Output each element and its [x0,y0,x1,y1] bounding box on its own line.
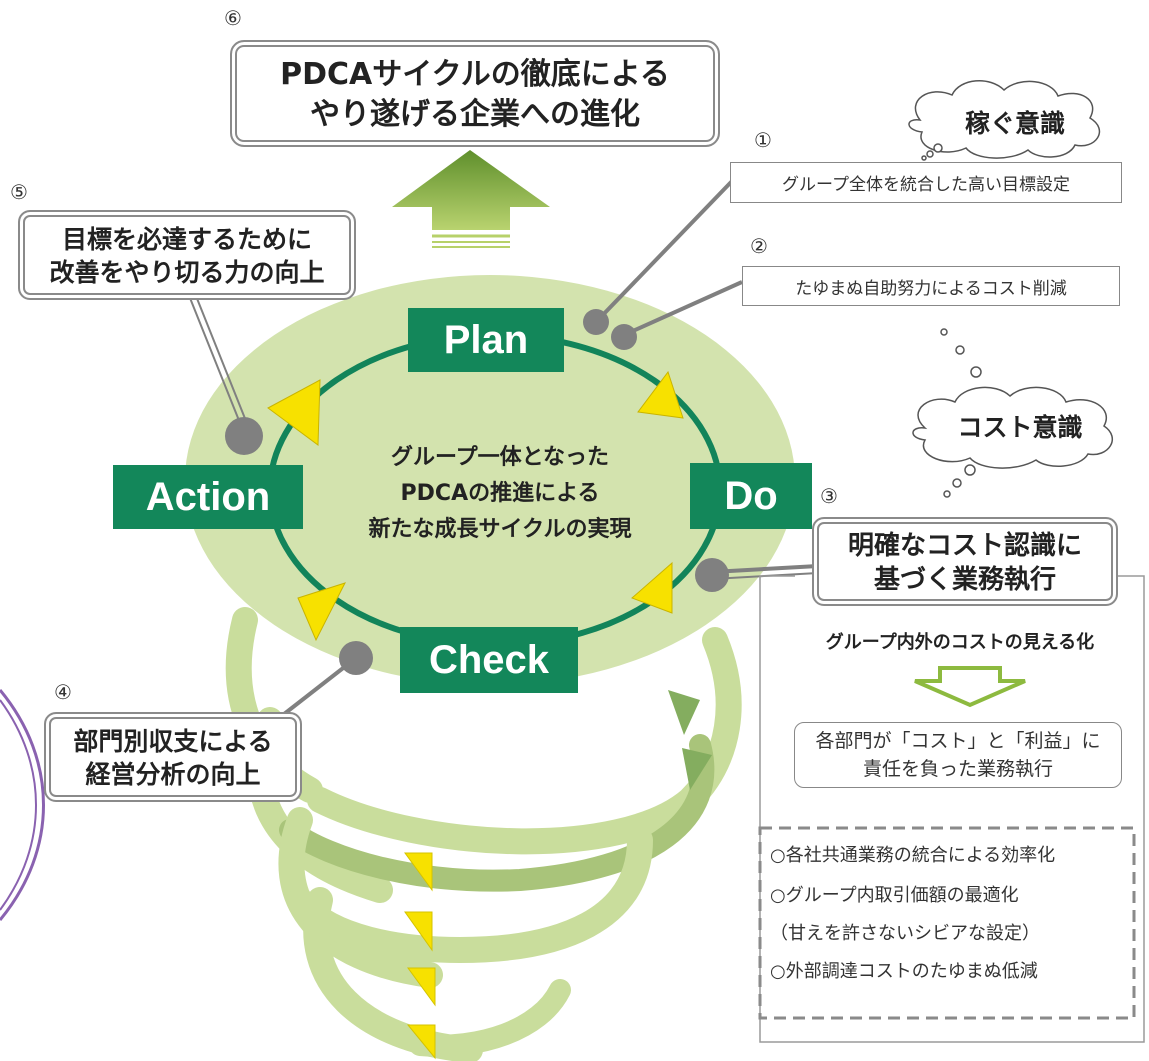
connector-dots [225,309,729,675]
center-line-1: グループ一体となった [390,445,610,470]
phase-do: Do [690,463,812,529]
step5-number: ⑤ [10,180,28,204]
step3-box: 明確なコスト認識に 基づく業務執行 [812,517,1118,606]
step5-box: 目標を必達するために 改善をやり切る力の向上 [18,210,356,300]
step4-line-2: 経営分析の向上 [85,760,261,789]
goal-box: PDCAサイクルの徹底による やり遂げる企業への進化 [230,40,720,147]
cloud-earning [908,79,1101,161]
measures-dashed-box [758,826,1136,1020]
step3-line-2: 基づく業務執行 [873,565,1056,595]
spiral [225,607,742,1061]
measure-2-note: （甘えを許さないシビアな設定） [770,923,1040,944]
goal-number: ⑥ [224,6,242,30]
responsibility-line-1: 各部門が「コスト」と「利益」に [815,730,1101,752]
up-arrow [392,150,550,230]
step1-text: グループ全体を統合した高い目標設定 [782,175,1070,195]
up-arrow-stripes [432,234,510,248]
spiral-arrowheads [668,690,712,790]
cloud-cost [912,386,1114,469]
center-line-3: 新たな成長サイクルの実現 [368,517,632,542]
thought-earning: 稼ぐ意識 [964,109,1065,138]
purple-arc-inner [0,699,37,911]
measure-2: ○グループ内取引価額の最適化 [770,885,1019,906]
measures-list: ○各社共通業務の統合による効率化 ○グループ内取引価額の最適化 （甘えを許さない… [770,836,1130,992]
cycle-arrows [267,370,684,642]
measure-1: ○各社共通業務の統合による効率化 [770,845,1056,866]
step4-number: ④ [54,680,72,704]
step3-line-1: 明確なコスト認識に [847,531,1082,561]
step5-line-2: 改善をやり切る力の向上 [49,258,325,287]
thought-cost: コスト意識 [957,413,1083,442]
step2-box: たゆまぬ自助努力によるコスト削減 [742,266,1120,306]
thought-dots [940,328,982,498]
spiral-yellow-arrows [404,852,436,1060]
goal-line-2: やり遂げる企業への進化 [310,97,640,132]
step1-number: ① [754,128,772,152]
step4-box: 部門別収支による 経営分析の向上 [44,712,302,802]
purple-arc [0,689,45,921]
center-line-2: PDCAの推進による [400,481,600,506]
goal-line-1: PDCAサイクルの徹底による [280,57,670,92]
phase-plan: Plan [408,308,564,372]
step3-number: ③ [820,484,838,508]
responsibility-box: 各部門が「コスト」と「利益」に 責任を負った業務執行 [794,722,1122,788]
down-arrow [914,666,1026,708]
connectors [189,176,819,727]
responsibility-line-2: 責任を負った業務執行 [862,758,1053,780]
step4-line-1: 部門別収支による [73,727,273,756]
phase-action: Action [113,465,303,529]
step2-number: ② [750,234,768,258]
detail-frame [759,575,1145,1043]
detail-heading: グループ内外のコストの見える化 [825,632,1095,653]
measure-3: ○外部調達コストのたゆまぬ低減 [770,961,1038,982]
step1-box: グループ全体を統合した高い目標設定 [730,162,1122,203]
phase-check: Check [400,627,578,693]
cycle-center-text: グループ一体となった PDCAの推進による 新たな成長サイクルの実現 [300,440,700,548]
step5-line-1: 目標を必達するために [61,225,312,254]
step2-text: たゆまぬ自助努力によるコスト削減 [795,278,1067,299]
